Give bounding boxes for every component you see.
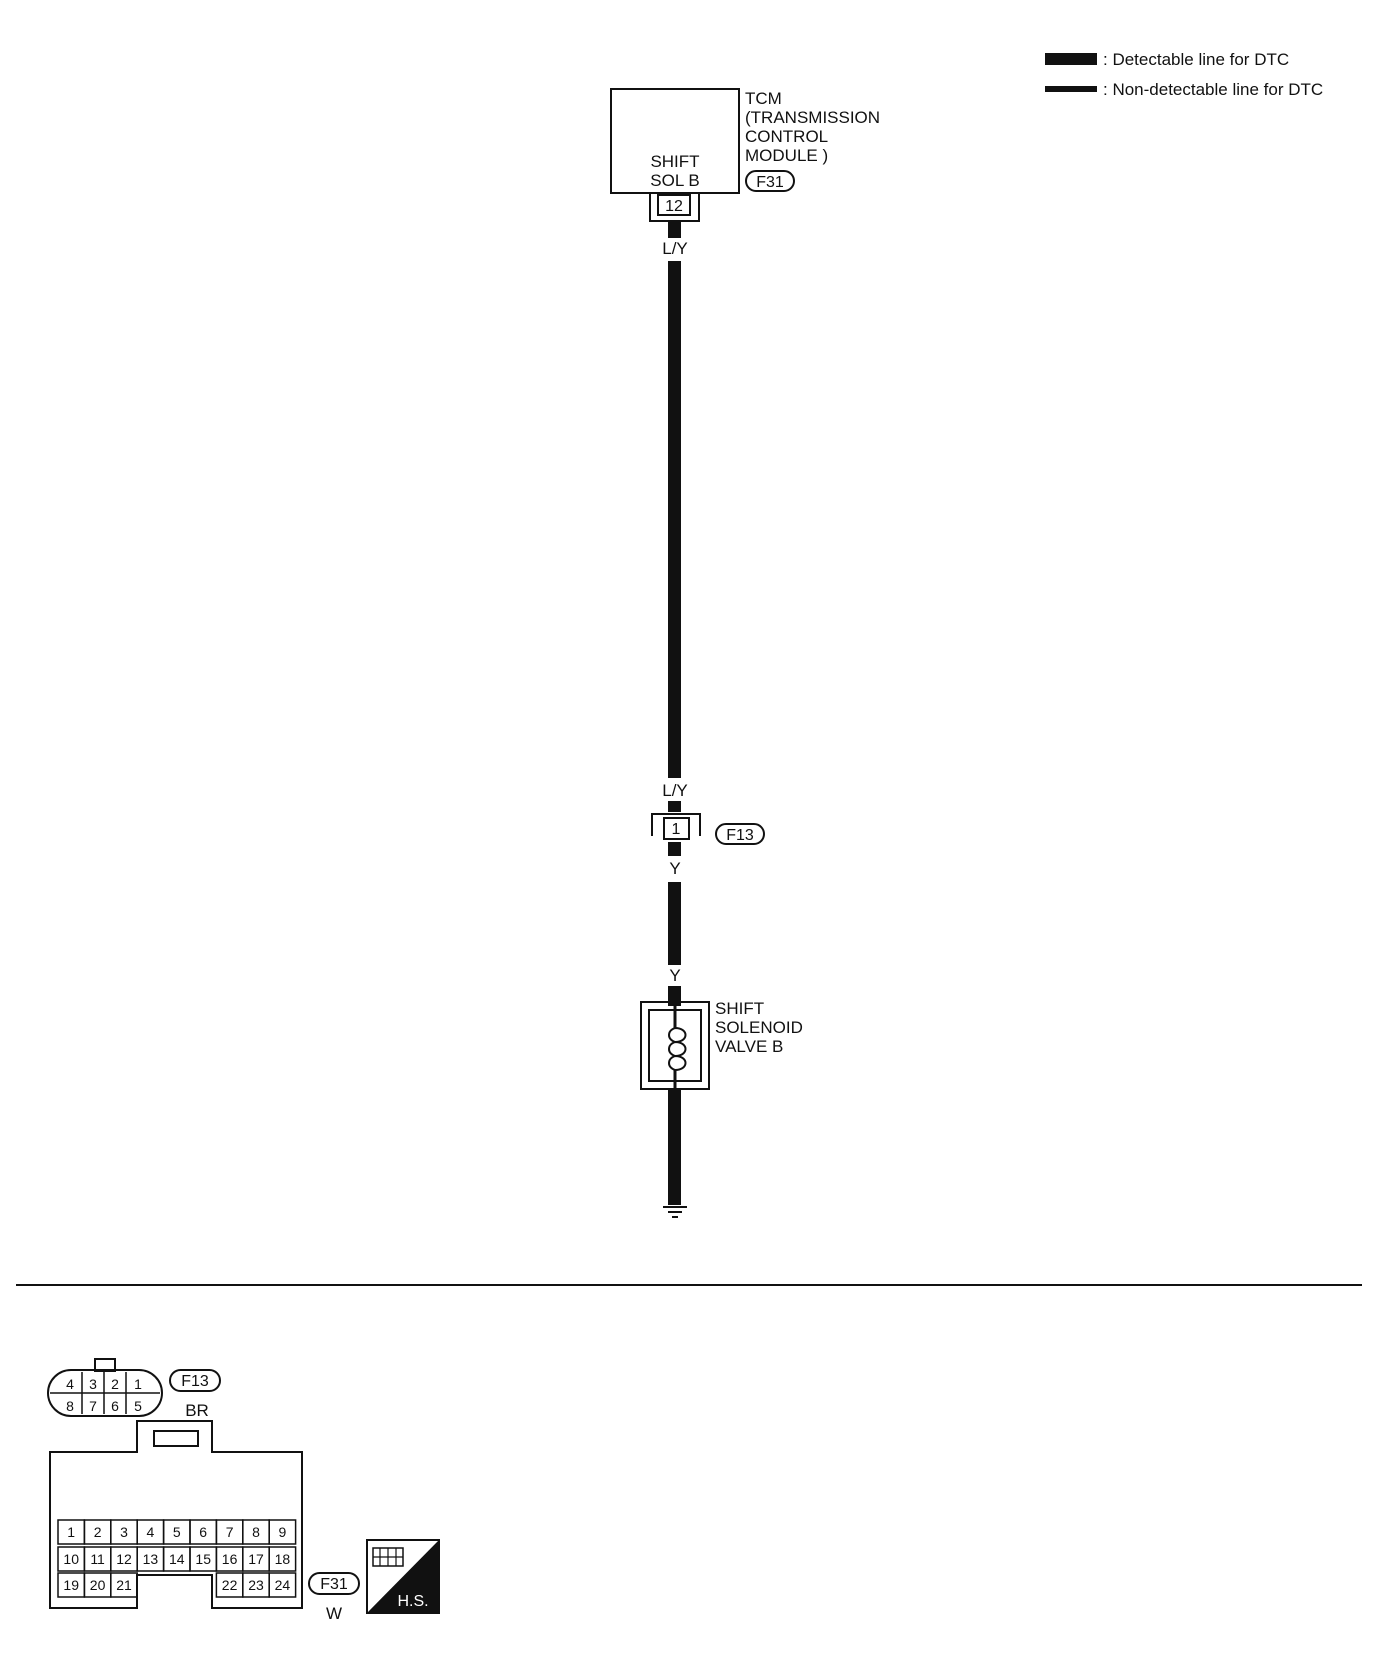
tcm-terminal-number: 12: [665, 198, 683, 215]
f31-pin: 12: [116, 1551, 132, 1567]
tcm-box-line-2: SOL B: [650, 171, 699, 190]
f31-pin: 22: [222, 1577, 238, 1593]
tcm-terminal-bracket: [649, 193, 700, 222]
f13-pin: 1: [134, 1376, 142, 1392]
f13-pin: 5: [134, 1398, 142, 1414]
shift-solenoid-valve: SHIFT SOLENOID VALVE B: [640, 999, 803, 1090]
wire-color-above-solenoid: Y: [669, 966, 680, 985]
f31-pin: 16: [222, 1551, 238, 1567]
tcm-label-line-3: CONTROL: [745, 127, 828, 146]
wire-color-above-f13: L/Y: [662, 781, 688, 800]
tcm-connector-id: F31: [756, 174, 784, 191]
f31-pin: 21: [116, 1577, 132, 1593]
tcm-label-line-4: MODULE ): [745, 146, 828, 165]
tcm-connector-badge: [745, 170, 795, 192]
f31-pin: 19: [63, 1577, 79, 1593]
ground: [663, 1089, 687, 1218]
legend-non-detectable-swatch: [1045, 86, 1097, 92]
wire-color-top: L/Y: [662, 239, 688, 258]
f31-pin-cell: [268, 1519, 297, 1545]
f13-pin: 4: [66, 1376, 74, 1392]
f31-pin: 17: [248, 1551, 264, 1567]
wire-segment-top-stub: [668, 222, 681, 238]
tcm-label-line-1: TCM: [745, 89, 782, 108]
solenoid-label-line-3: VALVE B: [715, 1037, 783, 1056]
tcm-terminal-box: [657, 194, 691, 216]
f13-inline-connector-id: F13: [726, 827, 754, 844]
f13-inline-bracket: [651, 813, 701, 836]
f13-pin: 7: [89, 1398, 97, 1414]
f13-face-id: F13: [181, 1373, 209, 1390]
harness-side-badge: H.S.: [366, 1539, 440, 1614]
f31-face-color: W: [326, 1604, 342, 1623]
connector-face-f13: 4 3 2 1 8 7 6 5 F13 BR: [47, 1358, 221, 1420]
f13-pin: 2: [111, 1376, 119, 1392]
wire-segment-ground: [668, 1089, 681, 1205]
f31-pin: 1: [67, 1524, 75, 1540]
wire-tcm-to-f13: L/Y L/Y: [662, 222, 688, 812]
legend: : Detectable line for DTC : Non-detectab…: [1045, 50, 1323, 99]
tcm-module: SHIFT SOL B TCM (TRANSMISSION CONTROL MO…: [610, 88, 880, 222]
hs-badge-label: H.S.: [397, 1593, 428, 1610]
f13-inline-terminal-number: 1: [672, 821, 681, 838]
wire-f13-to-solenoid: Y Y: [668, 842, 681, 1006]
f31-pin: 18: [275, 1551, 291, 1567]
solenoid-label-line-2: SOLENOID: [715, 1018, 803, 1037]
f31-pin: 8: [252, 1524, 260, 1540]
f13-pin: 6: [111, 1398, 119, 1414]
tcm-box: [610, 88, 740, 194]
f31-pin-cell: [110, 1572, 138, 1598]
f31-pin: 2: [94, 1524, 102, 1540]
f31-pin: 15: [195, 1551, 211, 1567]
f13-pin: 3: [89, 1376, 97, 1392]
f31-pin: 11: [90, 1551, 105, 1567]
f13-inline-badge: [715, 823, 765, 845]
coil-icon: [668, 1027, 687, 1071]
f13-inline-connector: 1 F13: [651, 813, 765, 845]
f13-face-color: BR: [185, 1401, 209, 1420]
f31-face-id: F31: [320, 1576, 348, 1593]
f31-face-outline: [49, 1420, 303, 1609]
wire-segment-main: [668, 261, 681, 778]
f31-pin: 6: [199, 1524, 207, 1540]
f31-pin: 20: [90, 1577, 106, 1593]
f31-pin: 14: [169, 1551, 185, 1567]
f31-pin: 24: [275, 1577, 291, 1593]
f31-pin: 10: [63, 1551, 79, 1567]
wire-color-below-f13: Y: [669, 859, 680, 878]
f31-pin: 5: [173, 1524, 181, 1540]
f13-face-body: [47, 1369, 163, 1417]
f31-pin-cell: [268, 1546, 297, 1572]
tcm-label-line-2: (TRANSMISSION: [745, 108, 880, 127]
f31-face-latch: [153, 1430, 199, 1447]
tcm-box-line-1: SHIFT: [650, 152, 699, 171]
legend-detectable-label: : Detectable line for DTC: [1103, 50, 1289, 69]
f31-pin-cell: [268, 1572, 297, 1598]
f13-inline-terminal-box: [663, 817, 690, 840]
solenoid-label-line-1: SHIFT: [715, 999, 764, 1018]
legend-detectable-swatch: [1045, 53, 1097, 65]
f31-pin: 3: [120, 1524, 128, 1540]
hs-badge-dark-half: [367, 1540, 439, 1613]
f31-pin: 13: [143, 1551, 159, 1567]
legend-non-detectable-label: : Non-detectable line for DTC: [1103, 80, 1323, 99]
f13-pin: 8: [66, 1398, 74, 1414]
wire-segment-f13-stub-top: [668, 801, 681, 812]
f31-pin: 4: [147, 1524, 155, 1540]
f31-pin: 9: [279, 1524, 287, 1540]
f31-pin: 23: [248, 1577, 264, 1593]
f13-face-badge: [169, 1369, 221, 1392]
wire-segment-f13-stub-bottom: [668, 842, 681, 856]
connector-icon: [372, 1547, 404, 1567]
f31-pin: 7: [226, 1524, 234, 1540]
f31-face-badge: [308, 1572, 360, 1595]
wire-segment-lower: [668, 882, 681, 965]
